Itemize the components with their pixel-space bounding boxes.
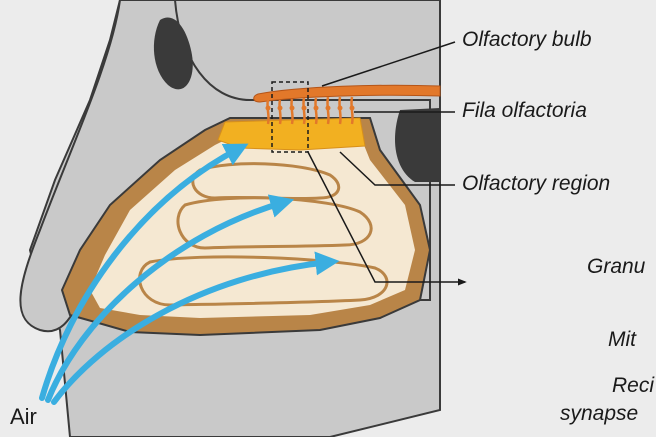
label-olfactory-region: Olfactory region [462,172,610,196]
label-olfactory-bulb: Olfactory bulb [462,28,592,52]
label-recip-line1: Reci [612,374,654,398]
label-granule: Granu [587,255,645,279]
label-mitral: Mit [608,328,636,352]
label-fila-olfactoria: Fila olfactoria [462,99,587,123]
label-air: Air [10,404,37,430]
inferior-concha [140,257,387,305]
label-recip-line2: synapse [560,402,638,426]
